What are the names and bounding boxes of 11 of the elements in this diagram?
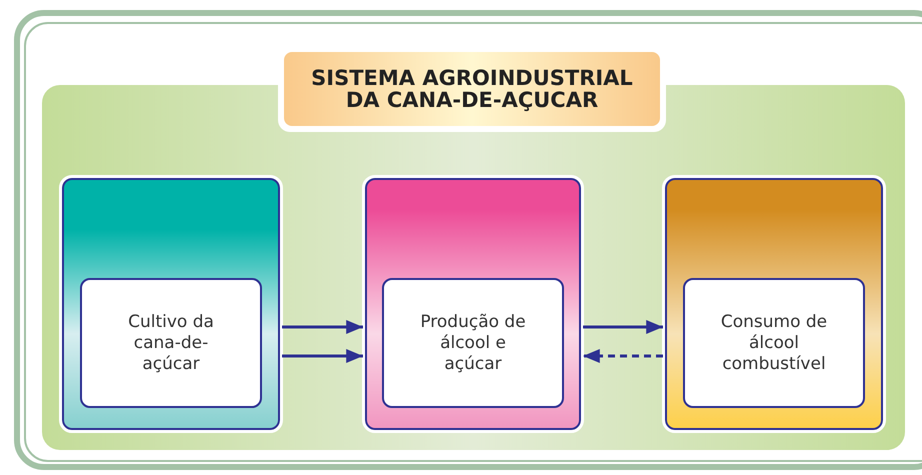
title: SISTEMA AGROINDUSTRIAL DA CANA-DE-AÇUCAR (284, 52, 660, 126)
arrow (583, 349, 663, 363)
arrow (583, 320, 663, 334)
process-box: Consumo de álcool combustível (683, 278, 865, 408)
arrow (282, 349, 363, 363)
process-box: Produção de álcool e açúcar (382, 278, 564, 408)
stage-panel (665, 178, 883, 430)
stage-panel (365, 178, 581, 430)
process-box: Cultivo da cana-de-açúcar (80, 278, 262, 408)
arrow (282, 320, 363, 334)
stage-panel (62, 178, 280, 430)
